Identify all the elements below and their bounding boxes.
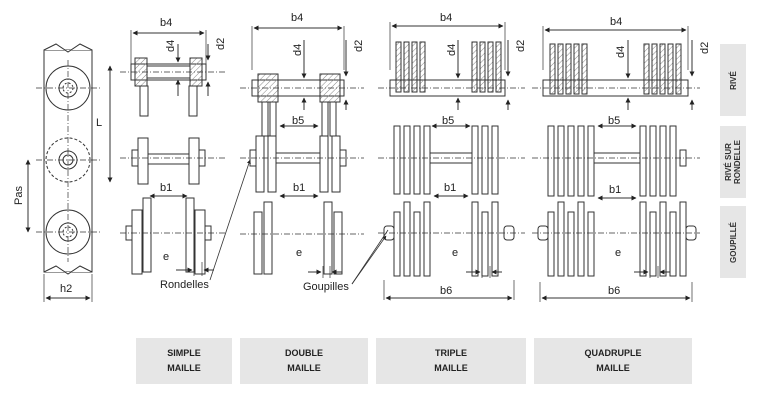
dim-d2-simple: d2 <box>215 38 227 50</box>
dim-b4-triple: b4 <box>440 12 452 24</box>
dim-b5-quadruple: b5 <box>608 115 620 127</box>
dim-b6-triple: b6 <box>440 285 452 297</box>
dim-e-double: e <box>296 247 302 259</box>
label-double: DOUBLE MAILLE <box>240 338 368 384</box>
dim-b1-quadruple: b1 <box>609 184 621 196</box>
dim-e-quadruple: e <box>615 247 621 259</box>
label-quadruple-line2: MAILLE <box>596 363 630 373</box>
chain-quadruple <box>532 26 700 302</box>
side-view <box>25 43 113 302</box>
dim-d2-double: d2 <box>353 40 365 52</box>
label-simple-line1: SIMPLE <box>167 348 201 358</box>
dim-d2-quadruple: d2 <box>699 42 711 54</box>
dim-e-simple: e <box>163 251 169 263</box>
dim-b1-triple: b1 <box>444 182 456 194</box>
dim-d2-triple: d2 <box>515 40 527 52</box>
dim-b4-double: b4 <box>291 12 303 24</box>
label-quadruple-line1: QUADRUPLE <box>584 348 642 358</box>
dim-e-triple: e <box>452 247 458 259</box>
dim-b6-quadruple: b6 <box>608 285 620 297</box>
dim-L: L <box>96 117 102 129</box>
side-label-rive-rondelle: RIVÉ SUR RONDELLE <box>720 126 746 198</box>
side-label-rive-rondelle-text: RIVÉ SUR RONDELLE <box>724 140 742 184</box>
dim-h2: h2 <box>60 283 72 295</box>
callout-goupilles: Goupilles <box>303 281 349 293</box>
label-triple-line2: MAILLE <box>434 363 468 373</box>
side-label-rive-rondelle-line1: RIVÉ SUR <box>724 143 733 181</box>
side-label-rive-text: RIVÉ <box>728 70 738 90</box>
dim-b4-simple: b4 <box>160 17 172 29</box>
chain-simple <box>120 30 225 276</box>
dim-b4-quadruple: b4 <box>610 16 622 28</box>
dim-d4-quadruple: d4 <box>615 46 627 58</box>
dim-b1-double: b1 <box>293 182 305 194</box>
label-double-line1: DOUBLE <box>285 348 323 358</box>
side-label-rive: RIVÉ <box>720 44 746 116</box>
dim-d4-simple: d4 <box>165 40 177 52</box>
dim-d4-double: d4 <box>292 44 304 56</box>
label-quadruple: QUADRUPLE MAILLE <box>534 338 692 384</box>
label-triple-line1: TRIPLE <box>434 348 467 358</box>
chain-triple <box>378 22 525 301</box>
side-label-rive-rondelle-line2: RONDELLE <box>733 140 742 184</box>
callout-rondelles: Rondelles <box>160 279 209 291</box>
callout-leaders <box>209 159 389 285</box>
chain-double <box>240 25 364 278</box>
dim-b5-triple: b5 <box>442 115 454 127</box>
dim-d4-triple: d4 <box>446 44 458 56</box>
label-simple: SIMPLE MAILLE <box>136 338 232 384</box>
label-triple: TRIPLE MAILLE <box>376 338 526 384</box>
dim-b1-simple: b1 <box>160 182 172 194</box>
side-label-goupille: GOUPILLÉ <box>720 206 746 278</box>
dim-pas: Pas <box>13 186 25 205</box>
dim-b5-double: b5 <box>292 115 304 127</box>
label-double-line2: MAILLE <box>287 363 321 373</box>
label-simple-line2: MAILLE <box>167 363 201 373</box>
side-label-goupille-text: GOUPILLÉ <box>728 221 738 263</box>
